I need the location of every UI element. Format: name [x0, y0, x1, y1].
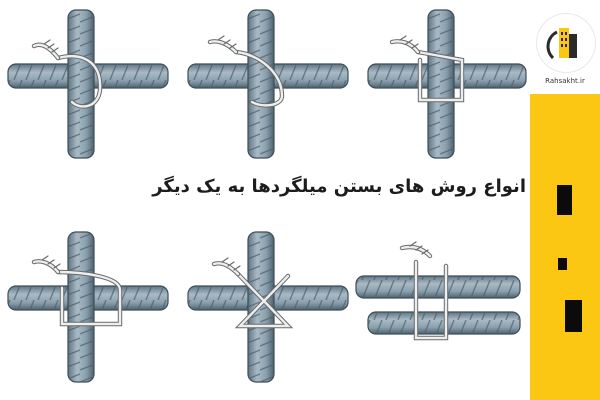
accent-panel: [530, 94, 600, 400]
tie-wire: [207, 35, 285, 108]
vertical-rebar: [247, 9, 275, 159]
tie-diagram-2: [187, 9, 349, 159]
tie-wire: [211, 257, 294, 329]
decor-block: [565, 300, 582, 332]
tie-wire: [31, 39, 103, 109]
tie-diagram-1: [7, 9, 169, 159]
tie-diagram-6: [355, 241, 521, 341]
decor-block: [558, 258, 567, 270]
upper-rebar: [355, 275, 521, 299]
vertical-rebar: [67, 9, 95, 159]
vertical-rebar: [67, 231, 95, 383]
decor-block: [557, 185, 572, 215]
rebar-tie-diagrams: [7, 9, 527, 383]
tie-diagram-4: [7, 231, 169, 383]
page-title: انواع روش های بستن میلگردها به یک دیگر: [152, 176, 526, 197]
building-icon: [546, 28, 577, 60]
tie-wire: [389, 35, 465, 103]
vertical-rebar: [427, 9, 455, 159]
tie-diagram-3: [367, 9, 527, 159]
tie-wire: [399, 241, 449, 341]
logo: [537, 14, 595, 72]
tie-diagram-5: [187, 231, 349, 383]
tie-wire: [31, 255, 123, 327]
logo-site-name: Rahsakht.ir: [545, 77, 585, 85]
